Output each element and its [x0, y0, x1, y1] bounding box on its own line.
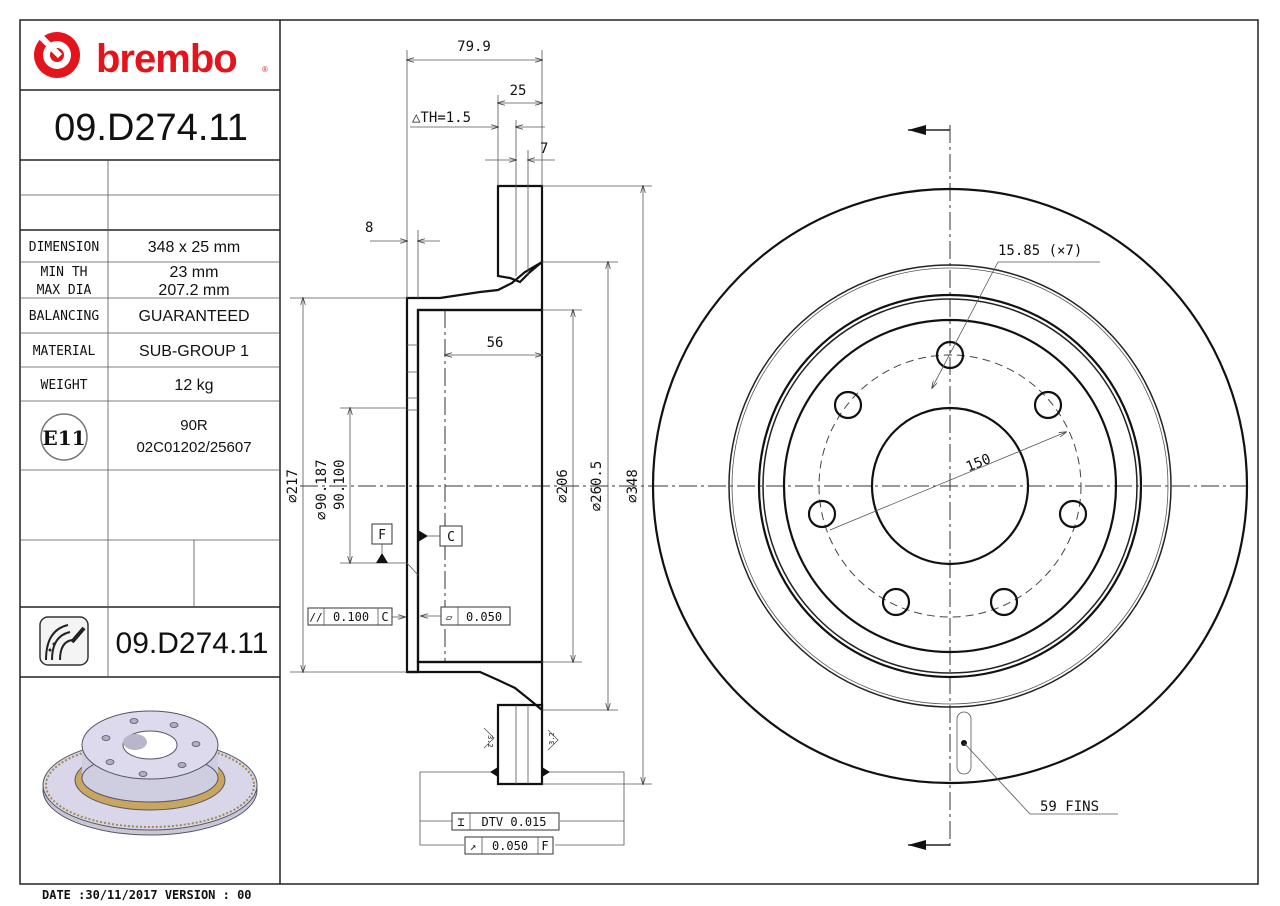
dim-delta-th: △TH=1.5	[412, 110, 471, 126]
bolt-holes	[807, 340, 1088, 617]
spec-value-weight: 12 kg	[174, 377, 213, 394]
title-block	[20, 89, 280, 678]
spec-value-max-dia: 207.2 mm	[158, 282, 229, 299]
e11-approval-mark: E11	[40, 413, 88, 461]
datum-c-label: C	[447, 530, 455, 545]
bolt-circle-callout: 150	[964, 451, 993, 475]
spec-value-balancing: GUARANTEED	[138, 308, 249, 325]
spec-table: DIMENSION 348 x 25 mm MIN TH MAX DIA 23 …	[29, 239, 250, 394]
parallelism-tolerance-frame: // 0.100 C	[307, 607, 405, 626]
dim-dia-260: ⌀260.5	[589, 461, 605, 512]
dim-offset-7: 7	[540, 141, 548, 157]
spec-label-weight: WEIGHT	[41, 378, 88, 393]
brembo-logo: brembo ®	[34, 32, 268, 81]
date-version: DATE :30/11/2017 VERSION : 00	[42, 888, 252, 902]
dim-flange-8: 8	[365, 220, 373, 236]
brembo-wordmark: brembo	[96, 37, 237, 81]
dim-bore-min: 90.100	[332, 459, 348, 510]
flatness-symbol: ▱	[446, 611, 453, 624]
parallelism-datum: C	[381, 610, 388, 624]
braking-ring-bottom	[496, 703, 544, 786]
brake-disc-icon	[39, 616, 89, 666]
fins-callout: 59 FINS	[1040, 799, 1099, 815]
spec-value-min-th: 23 mm	[170, 264, 219, 281]
dim-dia-206: ⌀206	[555, 469, 571, 503]
section-view: 79.9 25 △TH=1.5 7 8 56 ⌀217 ⌀ 90.187 90.…	[285, 39, 660, 855]
dtv-value: DTV 0.015	[481, 815, 546, 829]
flatness-tolerance-frame: ▱ 0.050	[421, 606, 511, 626]
spec-value-material: SUB-GROUP 1	[139, 343, 249, 360]
bolt-hole-callout: 15.85 (×7)	[998, 243, 1082, 259]
approval-number: 02C01202/25607	[136, 439, 251, 456]
runout-symbol: ↗	[470, 840, 477, 853]
spec-label-min-th: MIN TH	[41, 265, 88, 280]
dim-hat-depth: 56	[487, 335, 504, 351]
runout-datum: F	[541, 839, 548, 853]
dim-dia-348: ⌀348	[625, 469, 641, 503]
part-number-title: 09.D274.11	[54, 107, 248, 149]
roughness-left: 3.2	[486, 735, 494, 748]
dim-overall-width: 79.9	[457, 39, 491, 55]
dtv-tolerance-frame: ⌶ DTV 0.015	[451, 812, 560, 831]
dtv-symbol: ⌶	[457, 815, 464, 829]
datum-f-label: F	[378, 528, 386, 543]
spec-value-dimension: 348 x 25 mm	[148, 239, 240, 256]
roughness-right: 3.2	[548, 732, 556, 745]
part-number-footer: 09.D274.11	[116, 627, 269, 660]
runout-value: 0.050	[492, 839, 528, 853]
cooling-fin	[956, 711, 972, 775]
hat-bottom-wall	[407, 660, 544, 713]
dim-dia-217: ⌀217	[285, 469, 301, 503]
center-bore	[870, 406, 1030, 566]
datum-f-triangle	[376, 553, 388, 563]
parallelism-value: 0.100	[333, 610, 369, 624]
e11-label: E11	[42, 426, 85, 450]
front-view: 15.85 (×7) 150 59 FINS	[650, 125, 1250, 850]
parallelism-symbol: //	[309, 611, 322, 624]
spec-label-balancing: BALANCING	[29, 309, 100, 324]
dim-bore-max: 90.187	[314, 459, 330, 510]
dim-dia-bore-symbol: ⌀	[314, 511, 330, 520]
approval-code: 90R	[180, 417, 208, 434]
drawing-frame	[19, 19, 1259, 885]
registered-mark: ®	[262, 65, 268, 74]
disc-3d-render	[42, 710, 258, 836]
spec-label-max-dia: MAX DIA	[37, 283, 92, 298]
runout-tolerance-frame: ↗ 0.050 F	[464, 836, 554, 855]
spec-label-dimension: DIMENSION	[29, 240, 99, 255]
braking-ring-top	[496, 184, 544, 284]
disc-outer-edge	[651, 187, 1249, 785]
bolt-circle	[818, 354, 1082, 618]
flatness-value: 0.050	[466, 610, 502, 624]
section-arrow	[908, 125, 926, 850]
spec-label-material: MATERIAL	[33, 344, 96, 359]
dim-thickness: 25	[510, 83, 527, 99]
